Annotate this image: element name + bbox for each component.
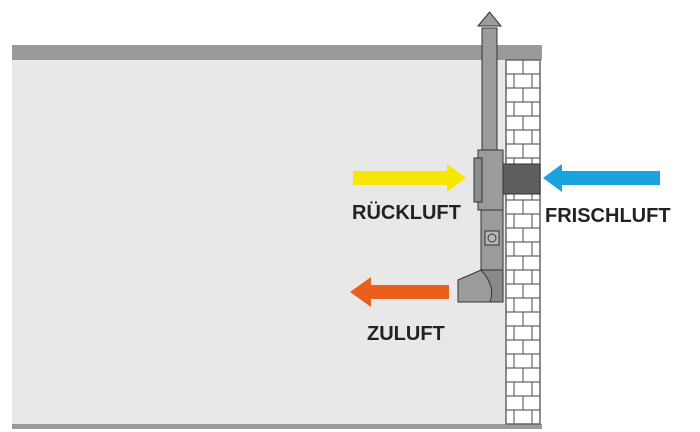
label-fresh-air: FRISCHLUFT [545,205,671,227]
label-return-air: RÜCKLUFT [352,201,461,224]
room-interior [12,60,506,425]
supply-air-arrow-icon [350,277,449,307]
supply-elbow-shade [479,269,504,303]
return-air-arrow-icon [353,164,466,192]
label-supply-air: ZULUFT [367,323,445,345]
ceiling-slab [12,45,542,60]
exhaust-up-arrow-icon [476,11,503,27]
fresh-air-arrow-icon [543,164,660,192]
service-box-knob-icon [487,233,497,243]
brick-wall [505,59,541,425]
exhaust-pipe [481,27,498,153]
floor-slab [12,424,542,429]
service-box [484,230,500,246]
unit-front-panel [473,157,483,203]
fresh-air-duct [499,163,541,195]
